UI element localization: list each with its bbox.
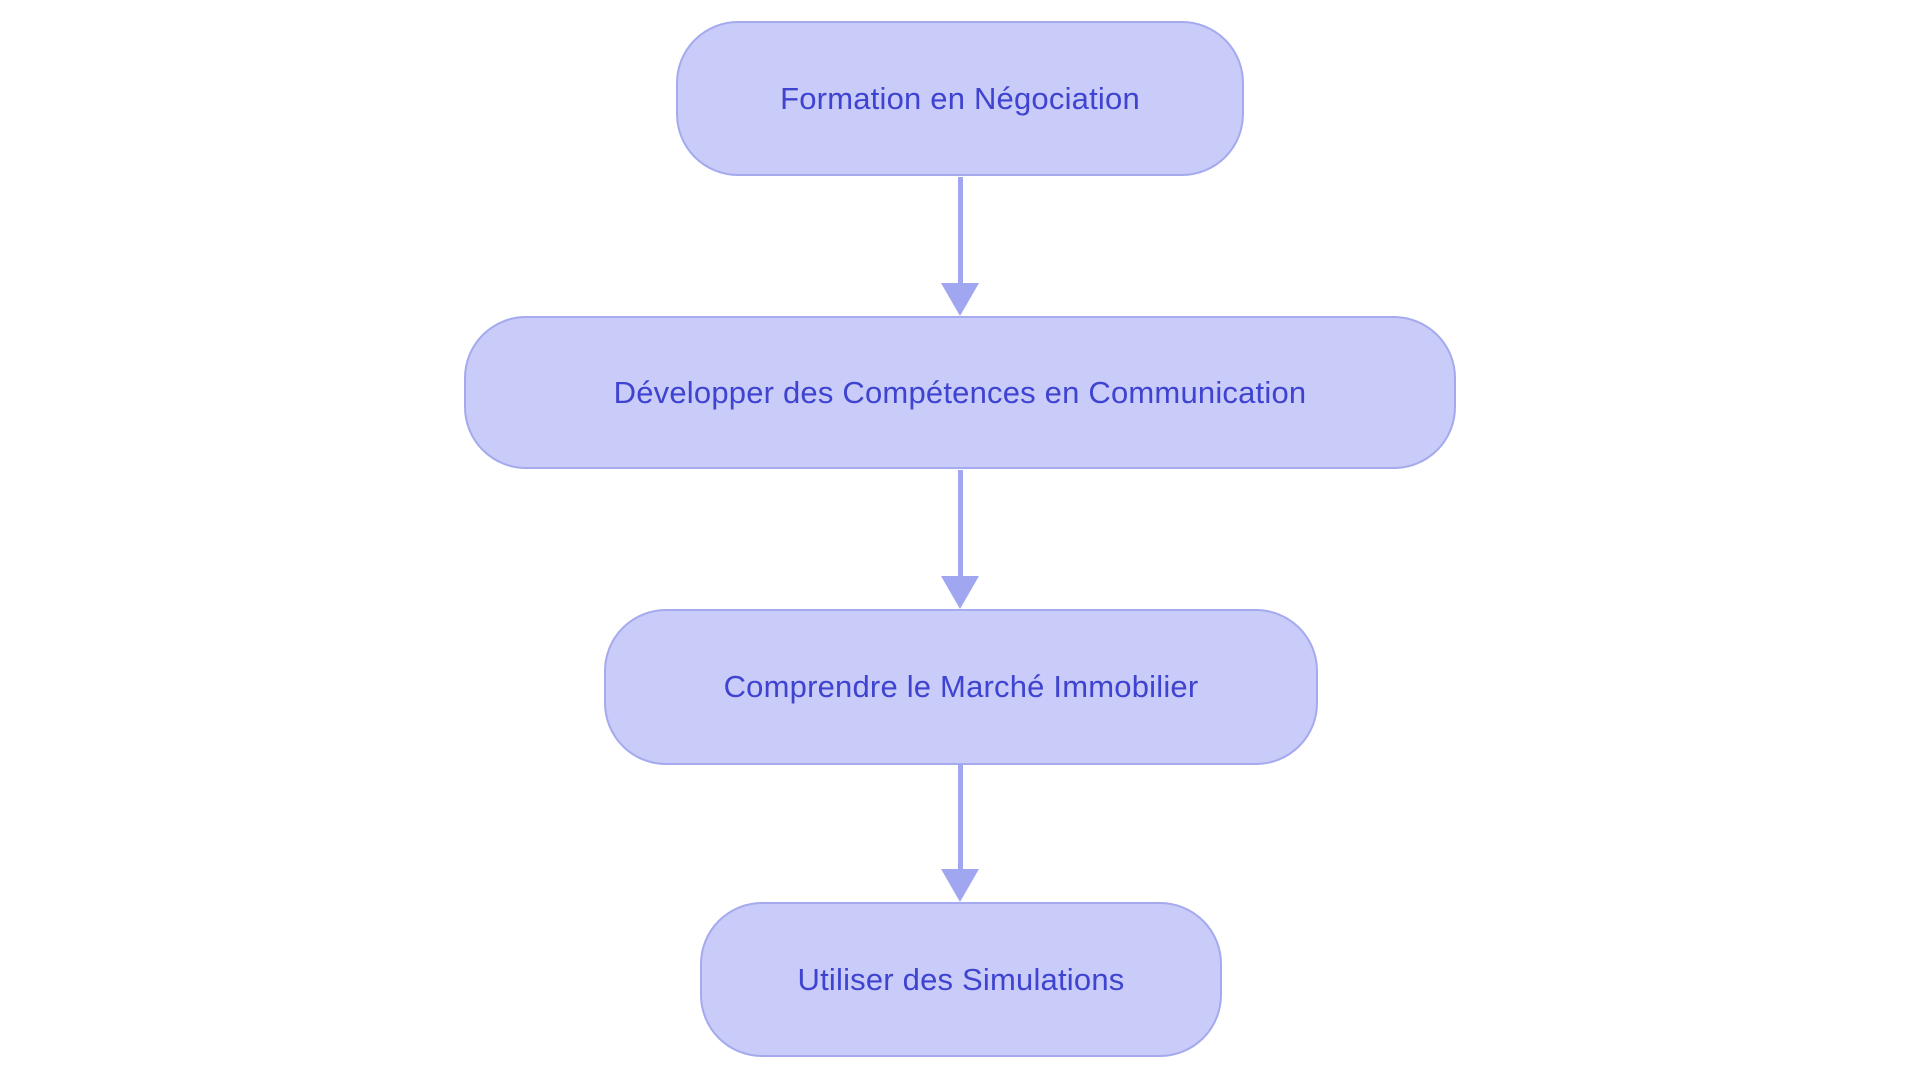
node-label: Développer des Compétences en Communicat… [613, 374, 1307, 410]
node-label: Utiliser des Simulations [797, 961, 1125, 997]
arrow-stem [957, 470, 963, 576]
connector-arrow-n2-n3 [941, 470, 979, 609]
connector-arrow-n1-n2 [941, 177, 979, 316]
arrow-head-down-icon [941, 869, 979, 902]
arrow-stem [957, 764, 963, 869]
node-marche-immobilier: Comprendre le Marché Immobilier [604, 609, 1318, 765]
connector-arrow-n3-n4 [941, 764, 979, 902]
arrow-head-down-icon [941, 576, 979, 609]
node-formation-en-negociation: Formation en Négociation [676, 21, 1244, 176]
node-competences-en-communication: Développer des Compétences en Communicat… [464, 316, 1456, 469]
arrow-stem [957, 177, 963, 283]
node-label: Comprendre le Marché Immobilier [723, 669, 1199, 704]
arrow-head-down-icon [941, 283, 979, 316]
node-utiliser-des-simulations: Utiliser des Simulations [700, 902, 1222, 1057]
node-label: Formation en Négociation [780, 80, 1140, 116]
